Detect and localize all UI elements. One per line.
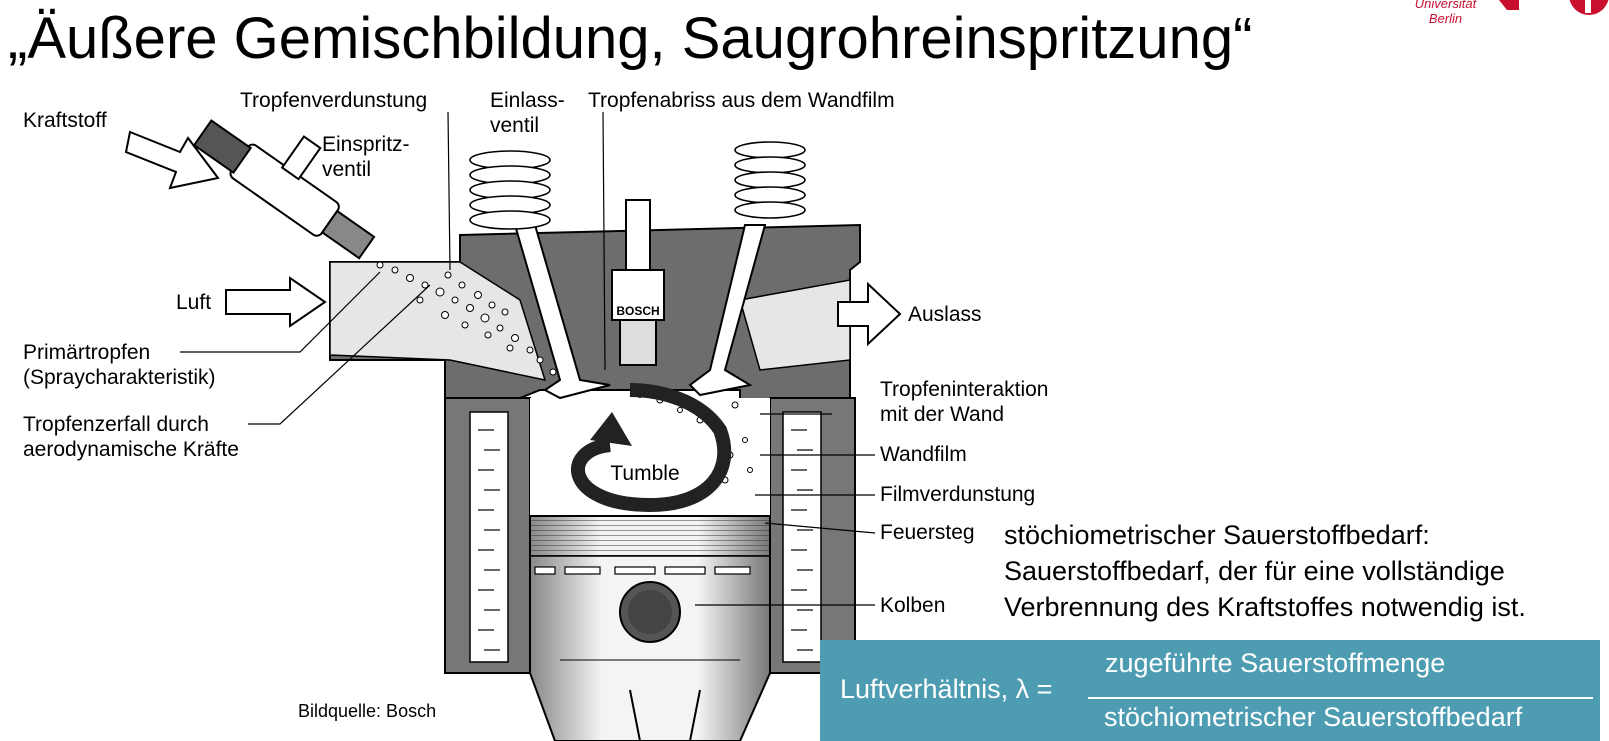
fuel-arrow: [124, 130, 220, 190]
label-einlassventil-line1: Einlass-: [490, 89, 565, 112]
label-tropfenzerfall: Tropfenzerfall durch aerodynamische Kräf…: [23, 412, 239, 462]
tumble-label: Tumble: [610, 462, 679, 485]
intake-valve: [469, 150, 611, 400]
formula-box: Luftverhältnis, λ = zugeführte Sauerstof…: [820, 640, 1600, 741]
leader-lines: [180, 111, 876, 606]
label-primaertropfen: Primärtropfen (Spraycharakteristik): [23, 340, 216, 390]
piston: [529, 515, 771, 741]
label-tropfenabriss: Tropfenabriss aus dem Wandfilm: [588, 89, 895, 112]
label-filmverdunstung: Filmverdunstung: [880, 483, 1036, 506]
definition-line1: stöchiometrischer Sauerstoffbedarf:: [1004, 520, 1430, 550]
cylinder-head: [329, 223, 861, 401]
label-primaertropfen-line1: Primärtropfen: [23, 341, 151, 364]
definition-text: stöchiometrischer Sauerstoffbedarf: Saue…: [1004, 517, 1526, 625]
exhaust-arrow: [837, 281, 902, 347]
page-title: „Äußere Gemischbildung, Saugrohreinsprit…: [8, 6, 1253, 71]
label-primaertropfen-line2: (Spraycharakteristik): [23, 366, 216, 389]
label-tropfeninteraktion: Tropfeninteraktion mit der Wand: [880, 377, 1048, 427]
label-einlassventil-line2: ventil: [490, 114, 540, 137]
label-kolben: Kolben: [880, 594, 946, 617]
label-auslass: Auslass: [908, 303, 982, 326]
label-einspritzventil-line1: Einspritz-: [322, 133, 410, 156]
air-arrow: [225, 276, 327, 328]
formula-numerator: zugeführte Sauerstoffmenge: [1105, 648, 1446, 678]
formula-lhs: Luftverhältnis, λ =: [840, 674, 1053, 704]
label-einlassventil: Einlass- ventil: [490, 88, 565, 138]
label-wandfilm: Wandfilm: [880, 443, 967, 466]
formula-denominator: stöchiometrischer Sauerstoffbedarf: [1104, 702, 1523, 732]
label-tropfenverdunstung: Tropfenverdunstung: [240, 89, 428, 112]
logo-text-line2: Berlin: [1428, 11, 1463, 26]
label-feuersteg: Feuersteg: [880, 521, 975, 544]
label-tropfenzerfall-line2: aerodynamische Kräfte: [23, 438, 239, 461]
definition-line3: Verbrennung des Kraftstoffes notwendig i…: [1004, 592, 1526, 622]
label-kraftstoff: Kraftstoff: [23, 109, 107, 132]
fraction-bar: [1088, 697, 1593, 699]
logo-text-line1: Universität: [1414, 0, 1477, 11]
image-source-credit: Bildquelle: Bosch: [298, 701, 437, 721]
exhaust-valve: [688, 141, 806, 397]
definition-line2: Sauerstoffbedarf, der für eine vollständ…: [1004, 556, 1505, 586]
label-tropfeninteraktion-line1: Tropfeninteraktion: [880, 378, 1049, 401]
tumble-arrow: [571, 383, 732, 513]
fuel-injector: [192, 119, 376, 260]
label-luft: Luft: [176, 291, 212, 314]
logo-emblem: [1499, 0, 1609, 15]
spark-plug: BOSCH: [611, 199, 665, 366]
label-tropfeninteraktion-line2: mit der Wand: [880, 403, 1005, 426]
label-einspritzventil: Einspritz- ventil: [322, 132, 410, 182]
cylinder-block: [444, 397, 856, 674]
spark-plug-brand: BOSCH: [616, 304, 659, 318]
label-einspritzventil-line2: ventil: [322, 158, 372, 181]
label-tropfenzerfall-line1: Tropfenzerfall durch: [23, 413, 209, 436]
